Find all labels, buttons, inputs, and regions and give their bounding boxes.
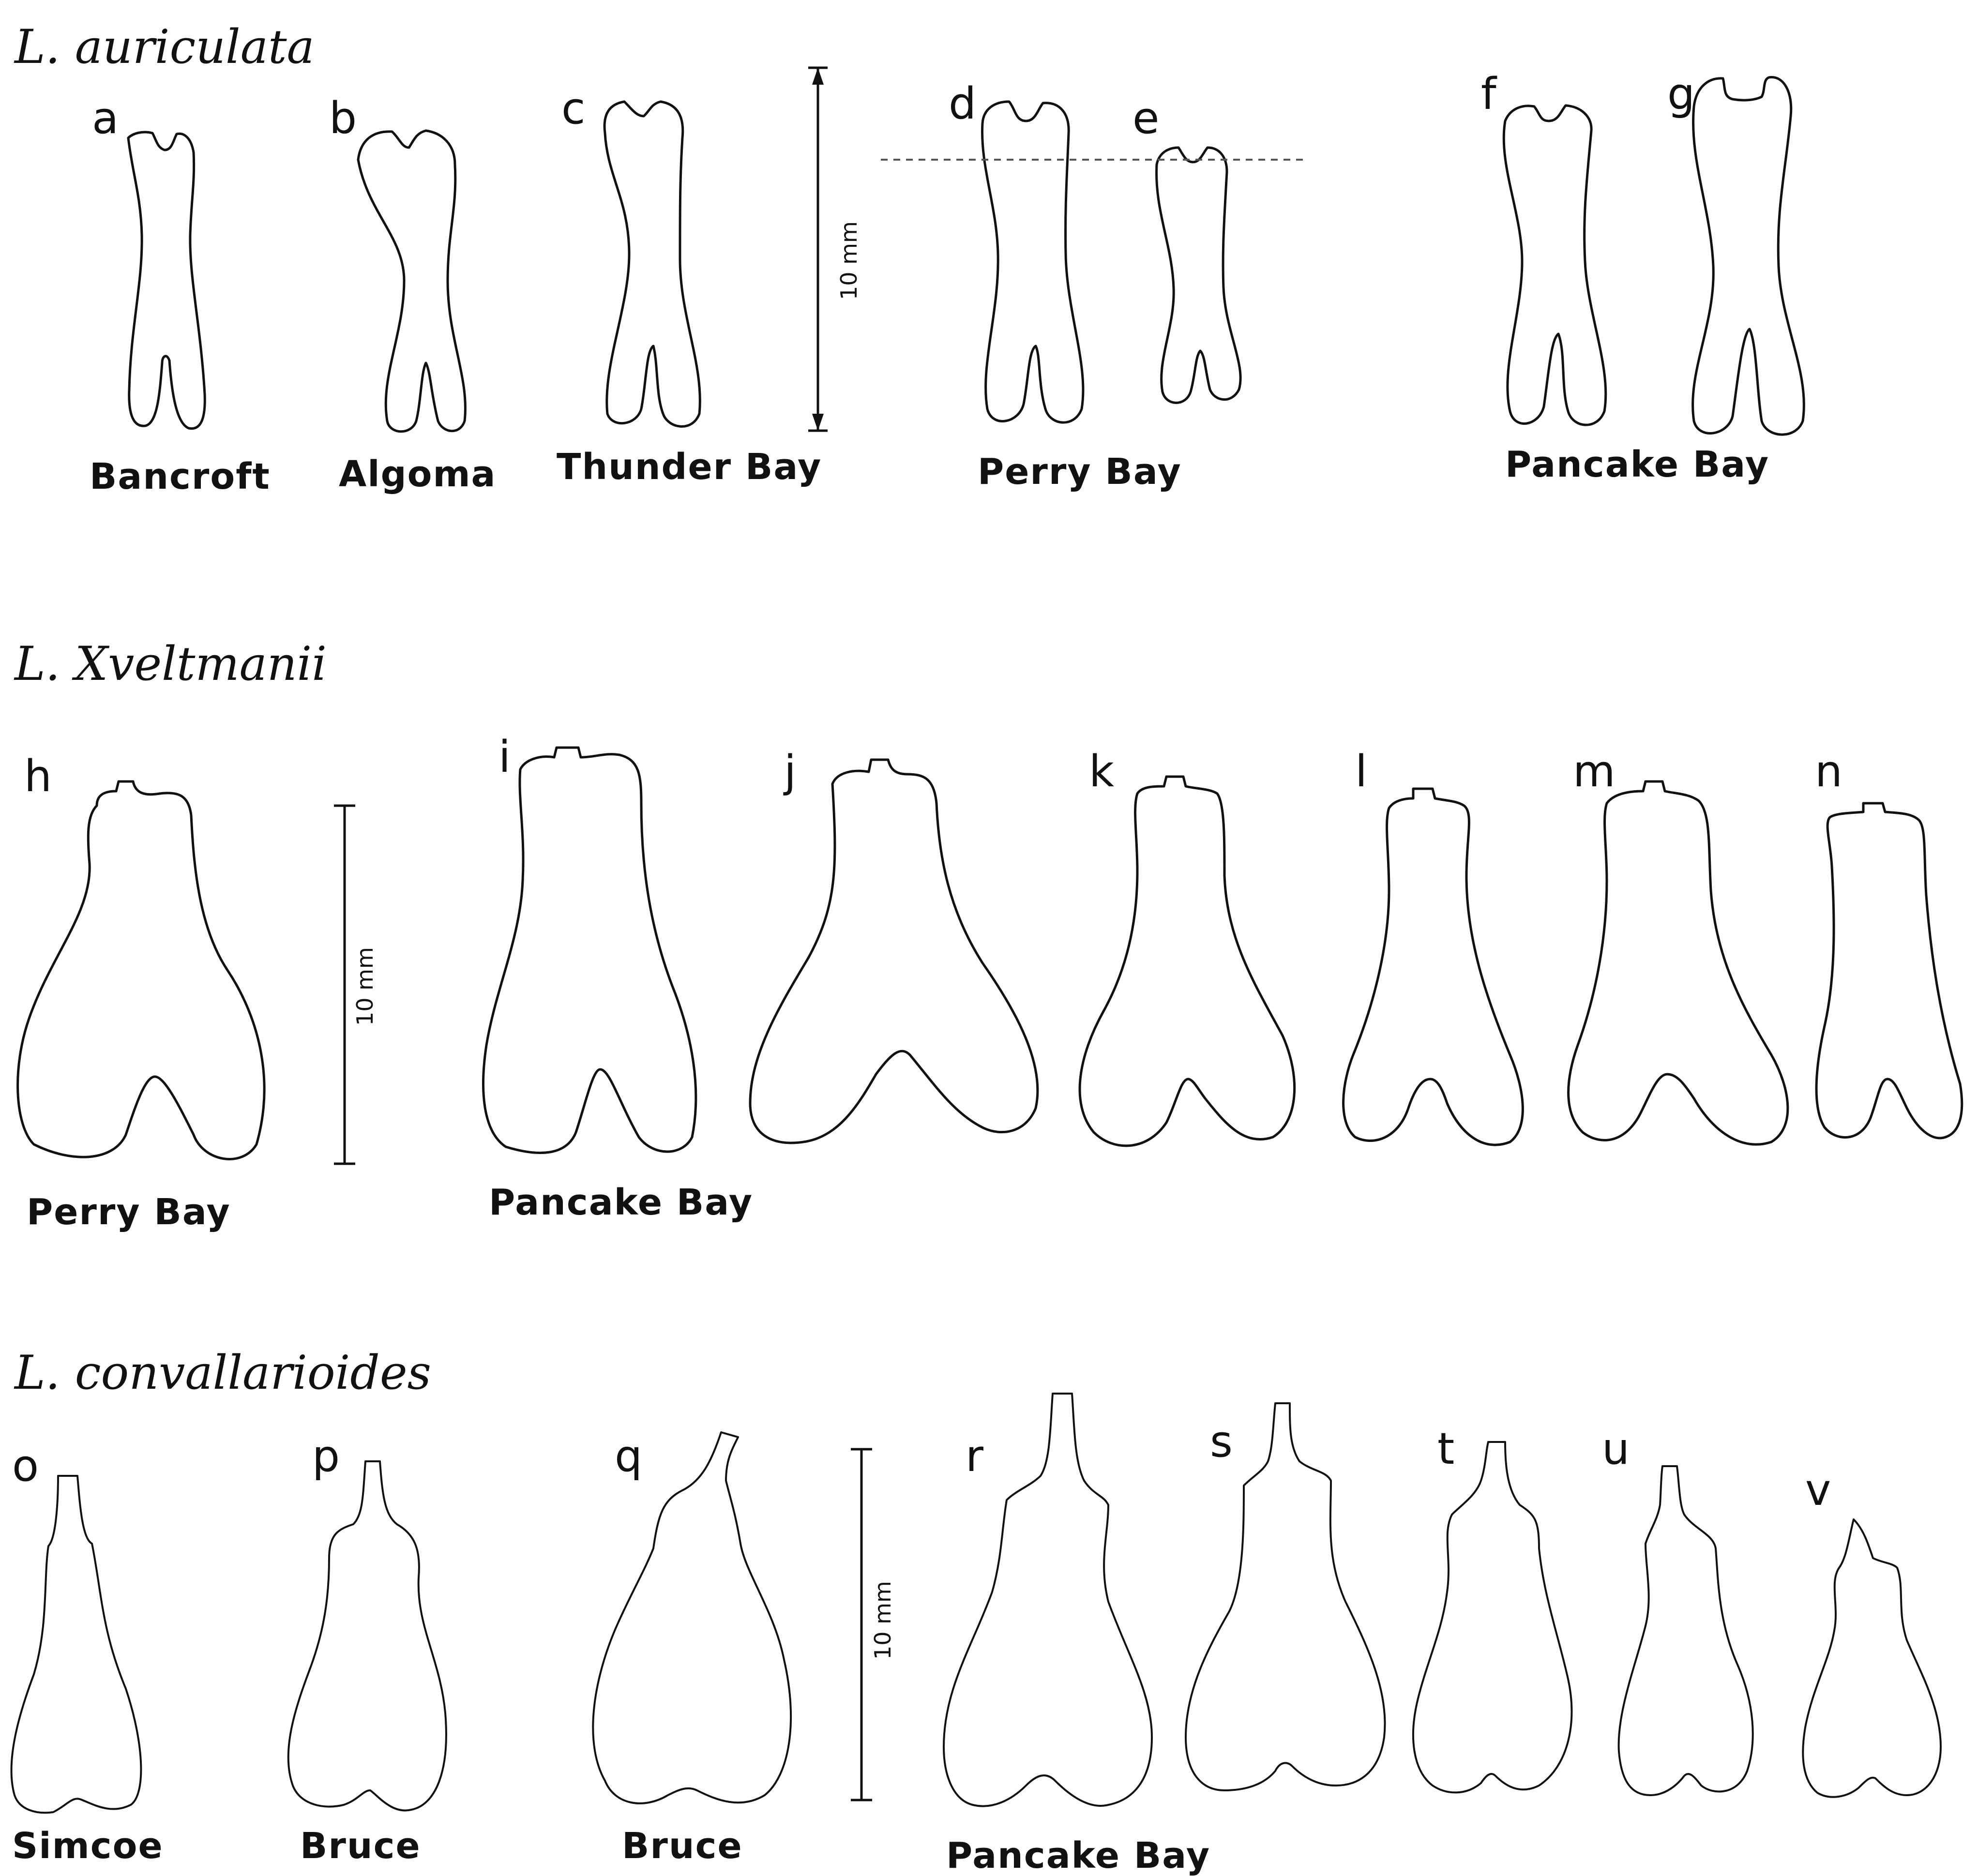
specimen-letter-b: b — [329, 93, 357, 144]
lip-outline-l — [1344, 789, 1523, 1145]
specimen-letter-k: k — [1089, 746, 1114, 797]
location-label: Algoma — [339, 453, 497, 495]
location-label: Bruce — [300, 1825, 421, 1867]
location-label: Perry Bay — [27, 1191, 231, 1233]
location-label: Bancroft — [90, 456, 271, 497]
lip-outline-d — [982, 102, 1083, 422]
lip-outline-n — [1816, 803, 1962, 1138]
species-title: L. Xveltmanii — [14, 637, 327, 691]
location-label: Pancake Bay — [489, 1182, 753, 1223]
scale-label: 10 mm — [352, 947, 378, 1026]
specimen-letter-o: o — [12, 1441, 39, 1491]
specimen-letter-l: l — [1355, 746, 1367, 797]
specimen-letter-u: u — [1602, 1424, 1630, 1474]
lip-outline-h — [18, 781, 265, 1159]
location-label: Perry Bay — [978, 451, 1182, 493]
scale-bar-auriculata: 10 mm — [808, 68, 862, 431]
lip-outline-f — [1504, 105, 1606, 425]
specimen-letter-c: c — [561, 83, 585, 134]
scale-label: 10 mm — [836, 221, 862, 300]
lip-outline-o — [12, 1476, 141, 1813]
lip-outline-b — [358, 131, 465, 432]
specimen-letter-t: t — [1437, 1424, 1454, 1474]
location-label: Thunder Bay — [557, 446, 822, 488]
scale-label: 10 mm — [870, 1581, 896, 1660]
location-label: Bruce — [622, 1825, 743, 1867]
specimen-letter-m: m — [1573, 746, 1616, 797]
specimen-letter-p: p — [312, 1431, 340, 1482]
species-title: L. auriculata — [14, 20, 315, 74]
specimen-letter-n: n — [1815, 746, 1842, 797]
specimen-letter-i: i — [498, 732, 511, 782]
location-label: Simcoe — [12, 1825, 164, 1867]
lip-outline-j — [750, 760, 1038, 1143]
specimen-letter-h: h — [24, 751, 52, 802]
lip-outline-p — [288, 1461, 446, 1811]
specimen-letter-a: a — [92, 93, 119, 144]
lip-outline-e — [1157, 148, 1241, 403]
section-xveltmanii: L. Xveltmanii h i j k l m n — [14, 637, 1962, 1233]
specimen-letter-v: v — [1805, 1465, 1831, 1516]
specimen-letter-f: f — [1481, 69, 1497, 120]
specimen-letter-d: d — [949, 78, 976, 129]
lip-outline-a — [128, 132, 205, 429]
scale-bar-convallarioides: 10 mm — [851, 1449, 896, 1800]
lip-outline-i — [483, 748, 695, 1153]
lip-outline-q — [593, 1432, 791, 1803]
lip-outline-k — [1080, 777, 1295, 1146]
section-convallarioides: L. convallarioides o p q r s t u v — [12, 1346, 1941, 1876]
lip-outline-m — [1569, 781, 1788, 1144]
lip-outline-v — [1803, 1519, 1941, 1797]
specimen-letter-s: s — [1210, 1416, 1233, 1467]
species-title: L. convallarioides — [14, 1346, 431, 1400]
lip-outline-g — [1693, 77, 1804, 435]
lip-outline-u — [1619, 1466, 1753, 1795]
scale-bar-xveltmanii: 10 mm — [334, 806, 378, 1164]
location-label: Pancake Bay — [946, 1835, 1210, 1876]
specimen-letter-q: q — [615, 1431, 642, 1482]
specimen-letter-e: e — [1132, 93, 1159, 144]
specimen-letter-r: r — [966, 1431, 983, 1482]
lip-outline-c — [604, 102, 700, 426]
lip-outline-t — [1413, 1442, 1572, 1792]
location-label: Pancake Bay — [1505, 444, 1769, 485]
specimen-letter-j: j — [783, 746, 796, 797]
section-auriculata: L. auriculata a b c d e f g — [14, 20, 1804, 497]
specimen-letter-g: g — [1667, 69, 1695, 120]
